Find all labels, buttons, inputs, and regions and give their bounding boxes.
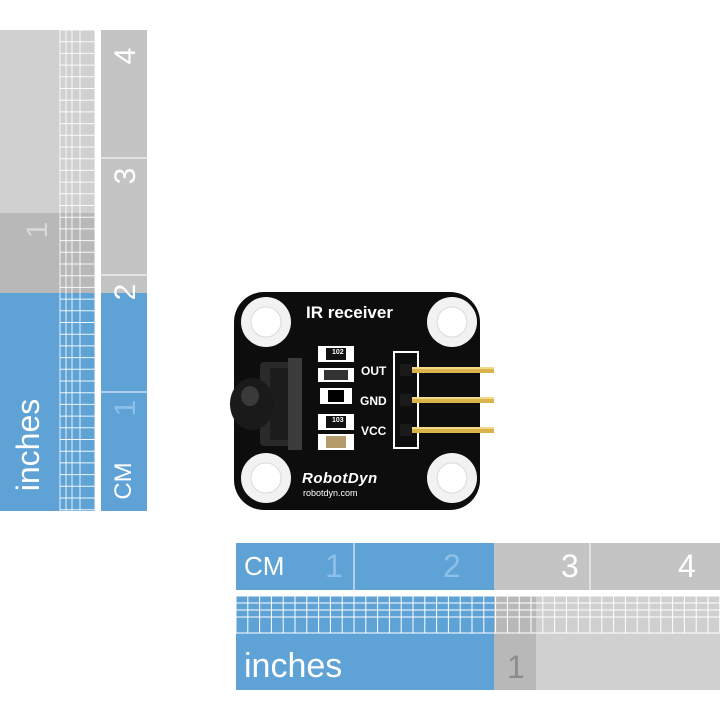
- horizontal-cm-number-1: 1: [325, 548, 343, 584]
- horizontal-ruler-inches-blue: [236, 596, 494, 690]
- resistor-code-top: 102: [332, 349, 344, 356]
- smd-parts: [318, 346, 354, 450]
- vertical-cm-number-1: 1: [109, 399, 142, 417]
- horizontal-inch-number-1: 1: [507, 649, 525, 685]
- vertical-cm-number-4: 4: [109, 47, 142, 65]
- vertical-cm-number-3: 3: [109, 167, 142, 185]
- vertical-inches-label: inches: [10, 398, 46, 492]
- horizontal-ruler-ticks: [236, 543, 720, 634]
- pin-label-out: OUT: [361, 364, 387, 378]
- horizontal-inches-label: inches: [244, 647, 343, 685]
- brand-logo-text: RobotDyn: [302, 470, 378, 487]
- pin-label-gnd: GND: [360, 394, 387, 408]
- vertical-cm-number-2: 2: [109, 283, 142, 301]
- horizontal-cm-number-3: 3: [561, 548, 579, 584]
- horizontal-cm-label: CM: [244, 551, 285, 581]
- horizontal-ruler-inches-grey-dark: [494, 596, 536, 690]
- header-pins: [400, 364, 494, 436]
- pcb-board: [230, 292, 494, 510]
- mounting-holes: [241, 297, 477, 503]
- horizontal-ruler-cm-grey: [494, 543, 720, 590]
- horizontal-ruler-cm-blue: [236, 543, 494, 590]
- horizontal-cm-number-4: 4: [678, 548, 696, 584]
- brand-website: robotdyn.com: [303, 488, 358, 498]
- vertical-ruler-ticks: [59, 30, 147, 511]
- resistor-code-bottom: 103: [332, 417, 344, 424]
- vertical-inch-number-1: 1: [21, 221, 54, 239]
- pin-label-vcc: VCC: [361, 424, 387, 438]
- vertical-ruler-cm-blue: [101, 293, 147, 511]
- vertical-ruler-inches-grey-mid: [0, 213, 95, 293]
- board-title: IR receiver: [306, 303, 393, 322]
- horizontal-cm-number-2: 2: [443, 548, 461, 584]
- ir-sensor: [230, 358, 302, 450]
- vertical-cm-label: CM: [110, 462, 137, 500]
- vertical-ruler-cm-grey: [101, 30, 147, 293]
